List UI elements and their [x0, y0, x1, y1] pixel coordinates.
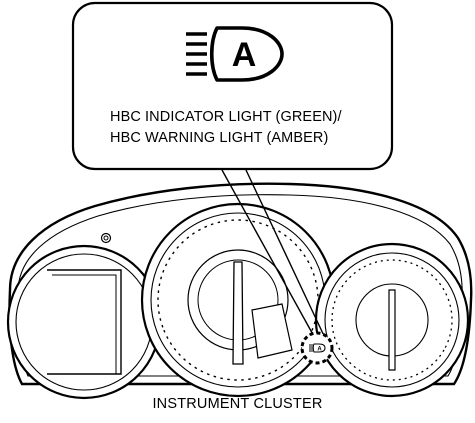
hbc-icon-letter: A	[232, 36, 257, 74]
center-tachometer	[140, 202, 336, 398]
cluster-housing	[8, 182, 473, 386]
callout-bubble	[71, 1, 394, 341]
hbc-small-icon: A	[309, 343, 326, 353]
high-beam-control-auto-icon: A	[186, 26, 284, 82]
svg-text:A: A	[317, 347, 322, 353]
callout-label-line1: HBC INDICATOR LIGHT (GREEN)/	[110, 109, 342, 125]
cluster-caption: INSTRUMENT CLUSTER	[152, 396, 323, 412]
trip-knob	[100, 232, 112, 244]
left-display-gauge	[6, 244, 162, 400]
callout-label-line2: HBC WARNING LIGHT (AMBER)	[110, 130, 329, 146]
right-speedometer	[314, 242, 470, 398]
hbc-indicator-location: A	[300, 331, 334, 365]
